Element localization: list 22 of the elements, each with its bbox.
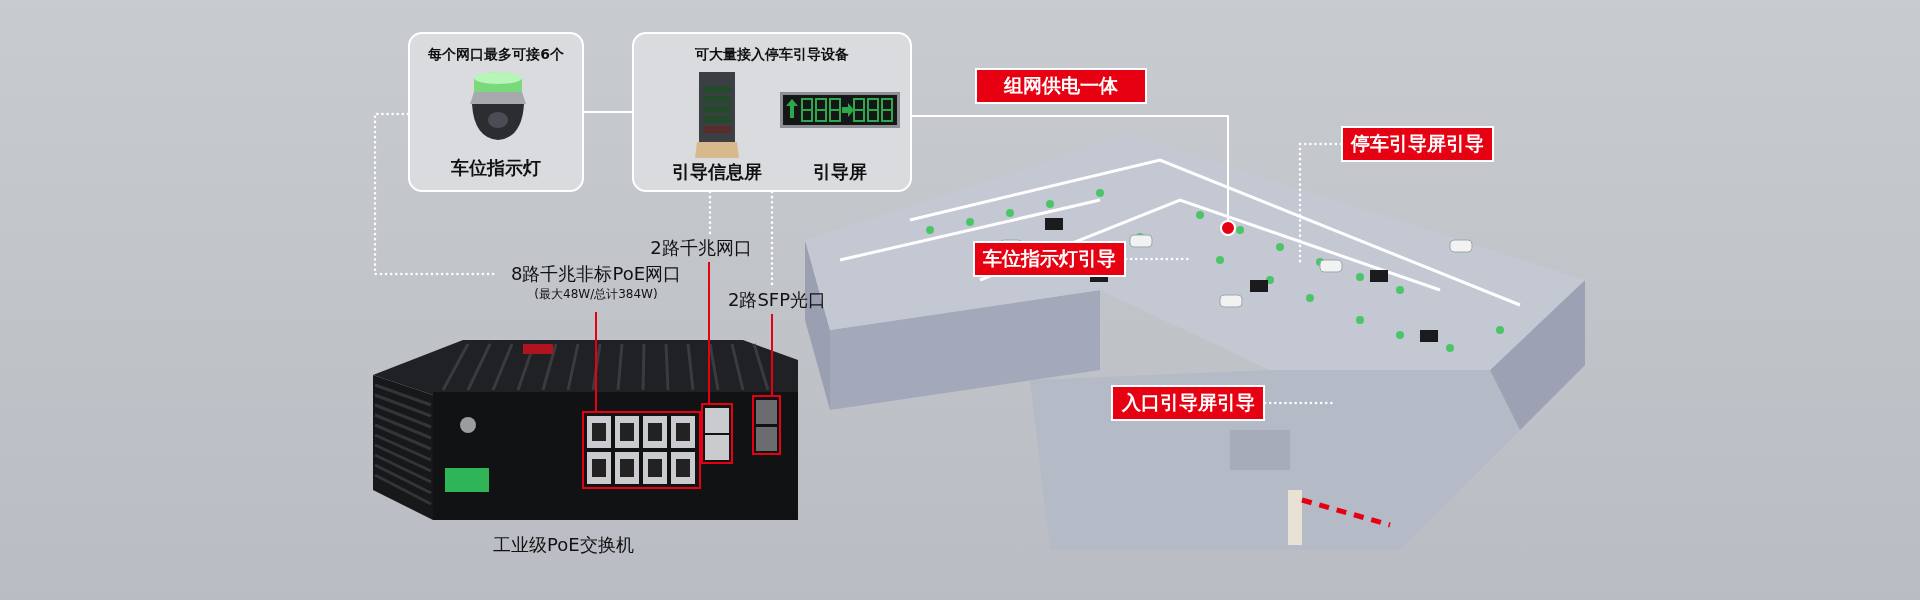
device-caption: 引导屏 bbox=[812, 160, 868, 184]
connector-line bbox=[583, 111, 633, 113]
port-note: (最大48W/总计384W) bbox=[533, 286, 659, 303]
callout-label: 入口引导屏引导 bbox=[1111, 385, 1265, 421]
port-label: 2路SFP光口 bbox=[726, 288, 828, 312]
device-caption: 引导信息屏 bbox=[671, 160, 763, 184]
device-caption: 车位指示灯 bbox=[450, 156, 542, 180]
dotted-leader-line bbox=[1298, 142, 1343, 264]
device-card bbox=[632, 32, 912, 192]
port-label: 8路千兆非标PoE网口 bbox=[509, 262, 683, 286]
leader-line bbox=[771, 313, 773, 397]
card-heading: 每个网口最多可接6个 bbox=[427, 46, 565, 64]
card-heading: 可大量接入停车引导设备 bbox=[694, 46, 850, 64]
callout-label: 组网供电一体 bbox=[975, 68, 1147, 104]
callout-label: 停车引导屏引导 bbox=[1341, 126, 1494, 162]
leader-line bbox=[708, 261, 710, 405]
port-label: 2路千兆网口 bbox=[649, 236, 753, 260]
device-card bbox=[408, 32, 584, 192]
product-caption: 工业级PoE交换机 bbox=[493, 533, 634, 557]
callout-label: 车位指示灯引导 bbox=[973, 241, 1126, 277]
connector-line bbox=[911, 115, 1236, 236]
leader-line bbox=[595, 311, 597, 413]
